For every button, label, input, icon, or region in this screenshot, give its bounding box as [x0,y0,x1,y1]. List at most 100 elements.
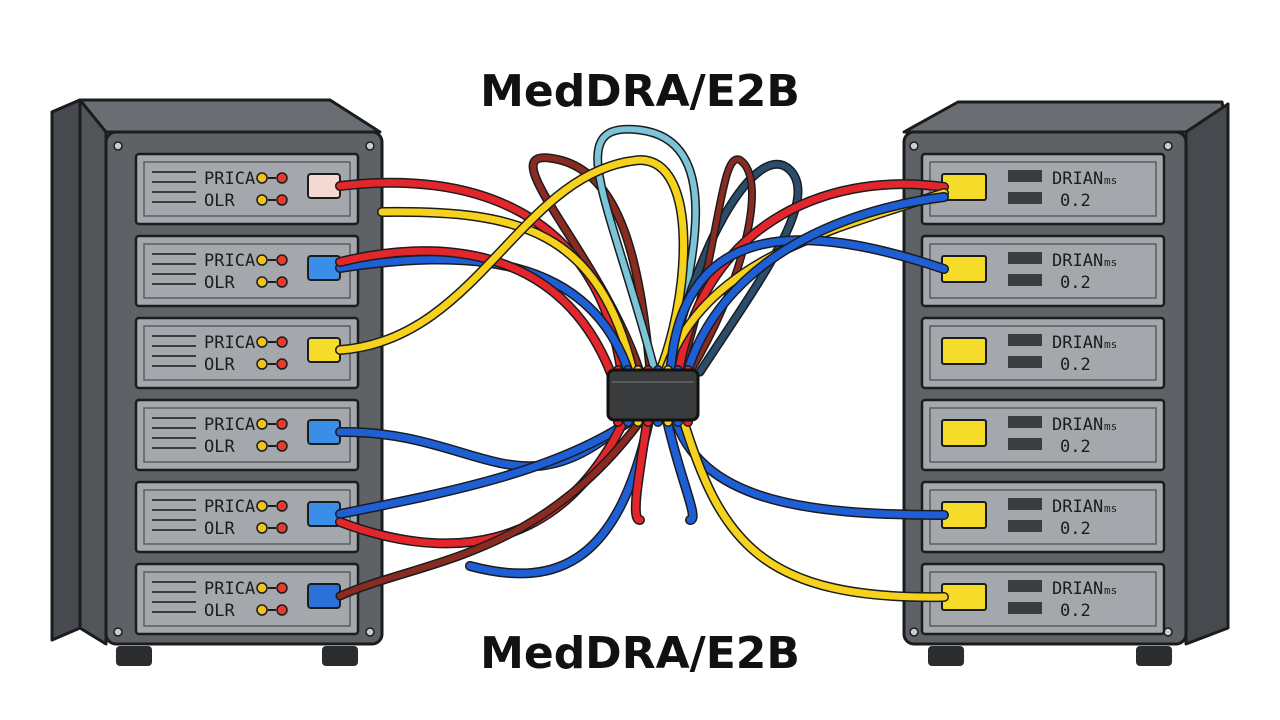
caption-top: MedDRA/E2B [480,66,800,117]
led-indicator-icon [256,254,268,266]
led-indicator-icon [276,194,288,206]
cable-blue [336,412,642,518]
unit-label-suffix: ms [1104,174,1117,187]
display-block [1008,274,1042,286]
led-indicator-icon [256,358,268,370]
screw-icon [1163,141,1173,151]
right-rack-foot [928,646,964,666]
left-rack-foot [322,646,358,666]
screw-icon [909,627,919,637]
cable-yellow [678,412,948,601]
unit-label-secondary: OLR [204,437,235,457]
unit-faceplate [920,234,1166,308]
cable-yellow [378,208,638,380]
led-indicator-icon [276,582,288,594]
unit-bezel [929,325,1157,381]
led-indicator-icon [256,440,268,452]
right-rack-side [1184,102,1230,646]
display-block [1008,252,1042,264]
screw-icon [909,141,919,151]
display-block [1008,580,1042,592]
unit-label-primary: PRICA [204,415,255,435]
unit-label-suffix: ms [1104,338,1117,351]
screw-icon [113,141,123,151]
cable-blue [666,236,948,380]
unit-label-suffix: ms [1104,584,1117,597]
unit-label-secondary: 0.2 [1060,601,1091,621]
led-indicator-icon [276,500,288,512]
display-block [1008,520,1042,532]
led-indicator-icon [256,194,268,206]
unit-label-secondary: OLR [204,601,235,621]
cable-tie [606,368,700,422]
led-indicator-icon [276,440,288,452]
led-indicator-icon [276,604,288,616]
unit-label-secondary: OLR [204,273,235,293]
left-server-rack: PRICAOLRPRICAOLRPRICAOLRPRICAOLRPRICAOLR… [50,98,384,666]
left-rack-foot [116,646,152,666]
screw-icon [365,627,375,637]
led-indicator-icon [276,522,288,534]
ethernet-port-icon [941,419,987,447]
display-block [1008,602,1042,614]
unit-bezel [929,243,1157,299]
display-block [1008,416,1042,428]
unit-label-primary: PRICA [204,497,255,517]
cable-bundle [335,124,949,603]
unit-label-secondary: OLR [204,519,235,539]
cable-blue [682,193,948,380]
cable-tie-band [606,368,700,422]
led-indicator-icon [256,500,268,512]
unit-label-secondary: 0.2 [1060,273,1091,293]
cable-blue [662,412,697,524]
unit-label-primary: DRIAN [1052,251,1103,271]
unit-label-secondary: OLR [204,191,235,211]
display-block [1008,356,1042,368]
cable-darkred [337,413,647,599]
unit-label-primary: PRICA [204,251,255,271]
unit-label-secondary: 0.2 [1060,191,1091,211]
cable-red [336,179,626,380]
display-block [1008,498,1042,510]
screw-icon [113,627,123,637]
led-indicator-icon [256,276,268,288]
right-rack-top [902,100,1230,134]
display-block [1008,438,1042,450]
unit-label-primary: PRICA [204,169,255,189]
cable-darkblue-loop [665,161,801,375]
display-block [1008,192,1042,204]
display-block [1008,170,1042,182]
led-indicator-icon [256,604,268,616]
unit-bezel [929,407,1157,463]
cable-yellow [336,156,688,380]
led-indicator-icon [256,172,268,184]
unit-label-secondary: 0.2 [1060,437,1091,457]
caption-bottom: MedDRA/E2B [480,628,800,679]
unit-label-primary: DRIAN [1052,415,1103,435]
unit-label-primary: DRIAN [1052,579,1103,599]
led-indicator-icon [276,358,288,370]
unit-label-suffix: ms [1104,502,1117,515]
unit-label-primary: PRICA [204,579,255,599]
led-indicator-icon [276,172,288,184]
led-indicator-icon [276,276,288,288]
screw-icon [365,141,375,151]
cable-red [632,412,652,524]
unit-label-secondary: 0.2 [1060,355,1091,375]
left-rack-side [50,98,82,642]
unit-label-primary: DRIAN [1052,497,1103,517]
cable-lightblue-loop [594,126,699,375]
right-rack-foot [1136,646,1172,666]
led-indicator-icon [256,336,268,348]
